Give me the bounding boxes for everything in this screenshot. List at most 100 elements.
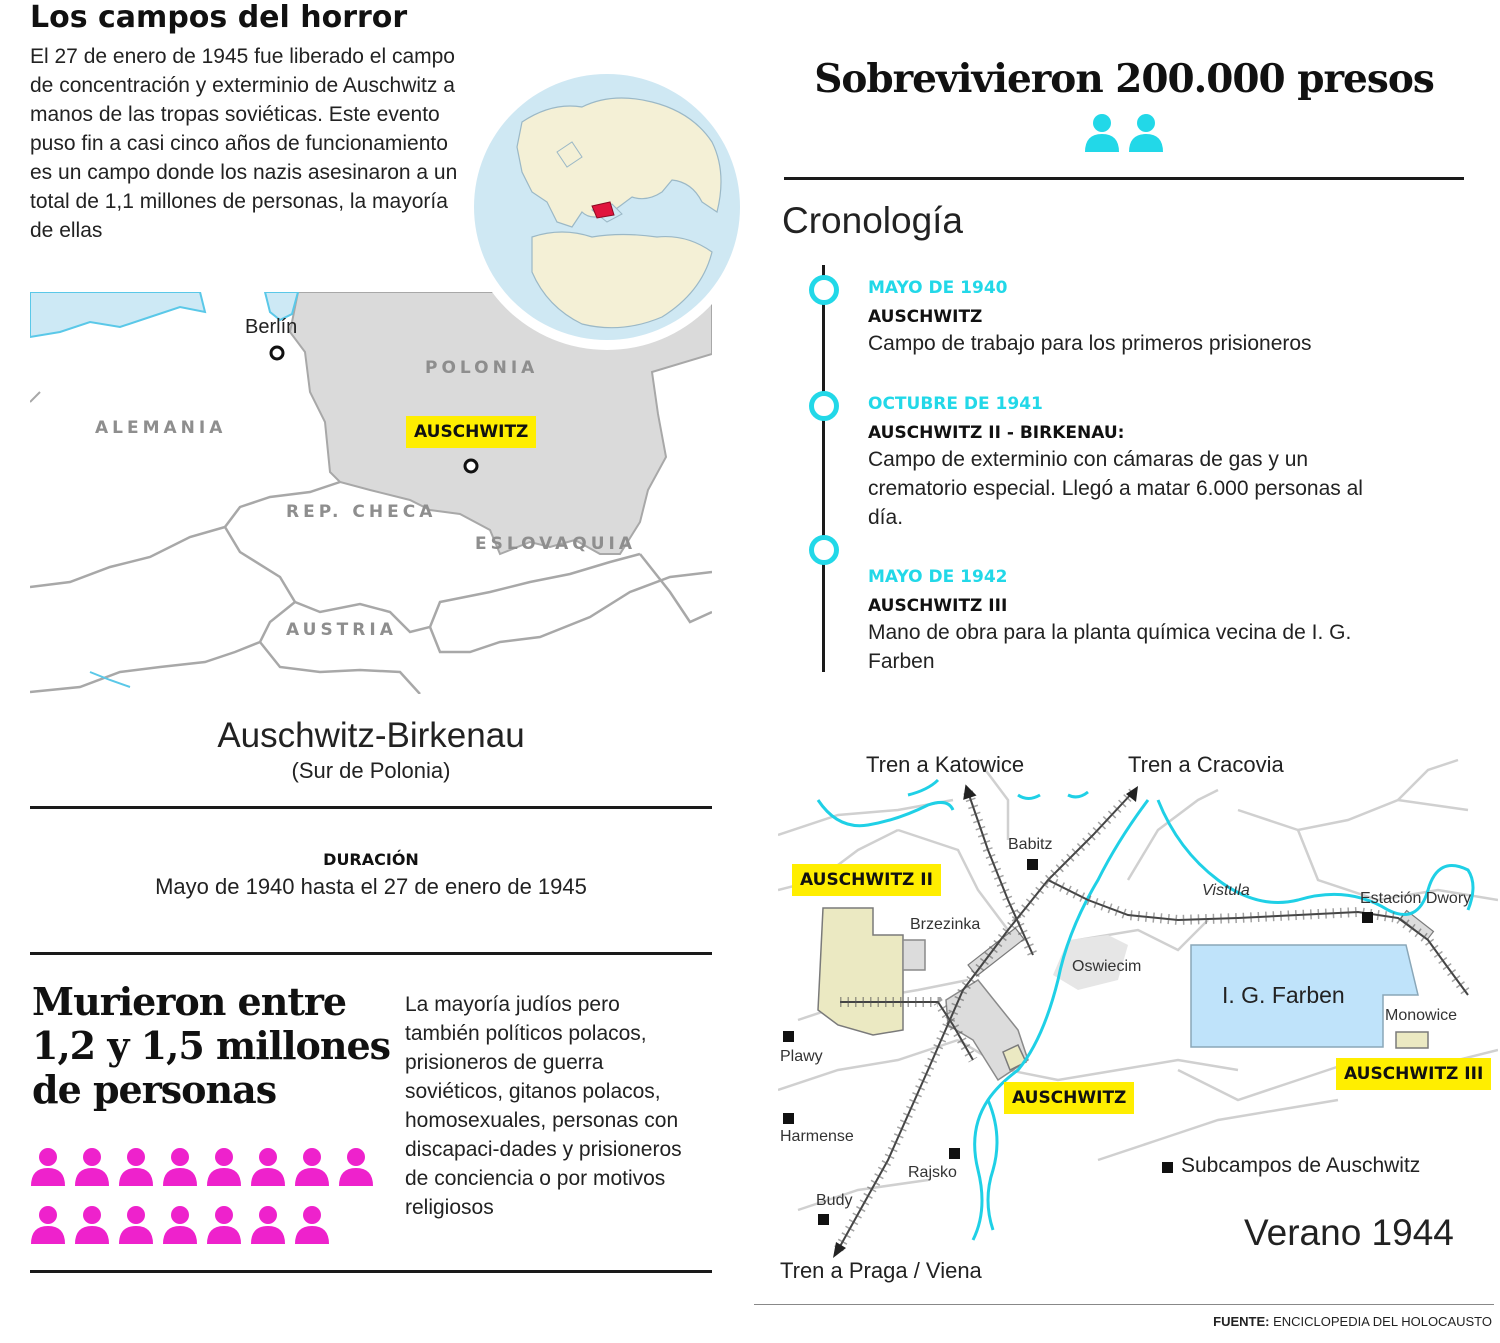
intro-text: El 27 de enero de 1945 fue liberado el c… bbox=[30, 45, 458, 242]
place-dwory: Estación Dwory bbox=[1360, 890, 1472, 907]
auschwitz-tag: AUSCHWITZ bbox=[406, 416, 537, 448]
event-description: Mano de obra para la planta química veci… bbox=[868, 621, 1352, 673]
brzezinka-area bbox=[902, 939, 926, 971]
auschwitz-iii-tag: AUSCHWITZ III bbox=[1336, 1058, 1492, 1090]
chronology-title: Cronología bbox=[782, 200, 964, 241]
country-label-slovakia: ESLOVAQUIA bbox=[475, 534, 636, 554]
place-babitz: Babitz bbox=[1008, 836, 1053, 853]
person-icon bbox=[251, 1148, 285, 1186]
person-icon bbox=[1129, 114, 1163, 152]
ig-farben-area bbox=[1190, 944, 1419, 1048]
event-name: AUSCHWITZ III bbox=[868, 596, 1008, 616]
person-icon bbox=[31, 1206, 65, 1244]
train-cracovia-label: Tren a Cracovia bbox=[1128, 752, 1284, 777]
person-icon-wrapper bbox=[248, 1204, 288, 1244]
event-name: AUSCHWITZ II - BIRKENAU: bbox=[868, 423, 1125, 443]
timeline-line bbox=[822, 265, 825, 672]
arrow-praga bbox=[833, 1242, 846, 1258]
person-icon-wrapper bbox=[292, 1146, 332, 1186]
divider bbox=[30, 952, 712, 955]
person-icon-wrapper bbox=[28, 1146, 68, 1186]
source-value: ENCICLOPEDIA DEL HOLOCAUSTO bbox=[1273, 1314, 1492, 1329]
person-icon bbox=[119, 1148, 153, 1186]
auschwitz-marker bbox=[463, 458, 479, 474]
timeline-event: MAYO DE 1942 AUSCHWITZ III Mano de obra … bbox=[868, 567, 1388, 676]
place-monowice: Monowice bbox=[1385, 1007, 1458, 1024]
event-name: AUSCHWITZ bbox=[868, 307, 983, 327]
person-icon-wrapper bbox=[1126, 112, 1166, 152]
deaths-headline-line: Murieron entre bbox=[32, 979, 347, 1024]
person-icon-wrapper bbox=[160, 1204, 200, 1244]
timeline-event: MAYO DE 1940 AUSCHWITZ Campo de trabajo … bbox=[868, 278, 1388, 358]
place-brzezinka: Brzezinka bbox=[910, 916, 981, 933]
place-oswiecim: Oswiecim bbox=[1072, 958, 1142, 975]
place-vistula: Vistula bbox=[1202, 882, 1250, 899]
auschwitz-i-tag: AUSCHWITZ bbox=[1004, 1082, 1135, 1114]
place-budy: Budy bbox=[816, 1192, 853, 1209]
camp-map-graphic bbox=[777, 758, 1499, 1258]
arrow-katowice bbox=[963, 784, 977, 800]
person-icon bbox=[207, 1148, 241, 1186]
camp-map: Tren a Katowice Tren a Cracovia Tren a P… bbox=[777, 740, 1499, 1300]
place-farben: I. G. Farben bbox=[1222, 982, 1345, 1008]
person-icon bbox=[163, 1148, 197, 1186]
timeline-dot bbox=[809, 275, 839, 305]
auschwitz-ii-tag: AUSCHWITZ II bbox=[792, 864, 941, 896]
person-icon bbox=[1085, 114, 1119, 152]
event-date: MAYO DE 1940 bbox=[868, 278, 1008, 298]
person-icon-wrapper bbox=[116, 1204, 156, 1244]
city-label-berlin: Berlín bbox=[245, 316, 298, 338]
location-name: Auschwitz-Birkenau bbox=[217, 716, 525, 755]
birkenau-area bbox=[817, 907, 904, 1036]
event-description: Campo de trabajo para los primeros prisi… bbox=[868, 332, 1312, 355]
person-icon-wrapper bbox=[72, 1204, 112, 1244]
timeline-dot bbox=[809, 391, 839, 421]
place-plawy: Plawy bbox=[780, 1048, 823, 1065]
country-label-austria: AUSTRIA bbox=[286, 620, 397, 640]
person-icon bbox=[251, 1206, 285, 1244]
divider bbox=[784, 177, 1464, 180]
event-description: Campo de exterminio con cámaras de gas y… bbox=[868, 448, 1363, 529]
region-map: Berlín POLONIA ALEMANIA REP. CHECA ESLOV… bbox=[30, 292, 712, 694]
place-harmense: Harmense bbox=[780, 1128, 854, 1145]
timeline-event: OCTUBRE DE 1941 AUSCHWITZ II - BIRKENAU:… bbox=[868, 394, 1378, 532]
person-icon-wrapper bbox=[116, 1146, 156, 1186]
deaths-headline: Murieron entre 1,2 y 1,5 millones de per… bbox=[32, 979, 391, 1112]
person-icon-wrapper bbox=[72, 1146, 112, 1186]
berlin-marker bbox=[269, 345, 285, 361]
map-period: Verano 1944 bbox=[1244, 1212, 1454, 1253]
source-note: FUENTE: ENCICLOPEDIA DEL HOLOCAUSTO bbox=[1213, 1314, 1492, 1329]
person-icon bbox=[75, 1206, 109, 1244]
legend-square-icon bbox=[1162, 1162, 1173, 1173]
duration-value: Mayo de 1940 hasta el 27 de enero de 194… bbox=[155, 874, 587, 899]
country-label-germany: ALEMANIA bbox=[95, 418, 227, 438]
person-icon-wrapper bbox=[204, 1146, 244, 1186]
deaths-headline-line: 1,2 y 1,5 millones bbox=[32, 1023, 391, 1068]
source-label: FUENTE: bbox=[1213, 1314, 1270, 1329]
legend-label: Subcampos de Auschwitz bbox=[1181, 1154, 1421, 1177]
person-icon-wrapper bbox=[1082, 112, 1122, 152]
timeline-dot bbox=[809, 535, 839, 565]
country-label-czech: REP. CHECA bbox=[286, 502, 437, 522]
event-date: OCTUBRE DE 1941 bbox=[868, 394, 1043, 414]
place-rajsko: Rajsko bbox=[908, 1164, 957, 1181]
person-icon bbox=[295, 1206, 329, 1244]
person-icon bbox=[295, 1148, 329, 1186]
survivors-headline: Sobrevivieron 200.000 presos bbox=[814, 56, 1435, 102]
person-icon bbox=[163, 1206, 197, 1244]
location-sub: (Sur de Polonia) bbox=[291, 758, 451, 783]
divider bbox=[30, 806, 712, 809]
person-icon bbox=[339, 1148, 373, 1186]
poland-highlight bbox=[591, 201, 615, 219]
deaths-description: La mayoría judíos pero también políticos… bbox=[405, 993, 682, 1219]
person-icon-wrapper bbox=[204, 1204, 244, 1244]
source-rule bbox=[754, 1304, 1494, 1305]
person-icon bbox=[207, 1206, 241, 1244]
globe-graphic bbox=[464, 64, 750, 350]
survivor-icons bbox=[1082, 112, 1182, 156]
page-title: Los campos del horror bbox=[30, 0, 408, 35]
duration-label: DURACIÓN bbox=[323, 850, 419, 869]
arrow-cracovia bbox=[1126, 786, 1138, 802]
person-icon-wrapper bbox=[28, 1204, 68, 1244]
globe bbox=[462, 62, 752, 352]
